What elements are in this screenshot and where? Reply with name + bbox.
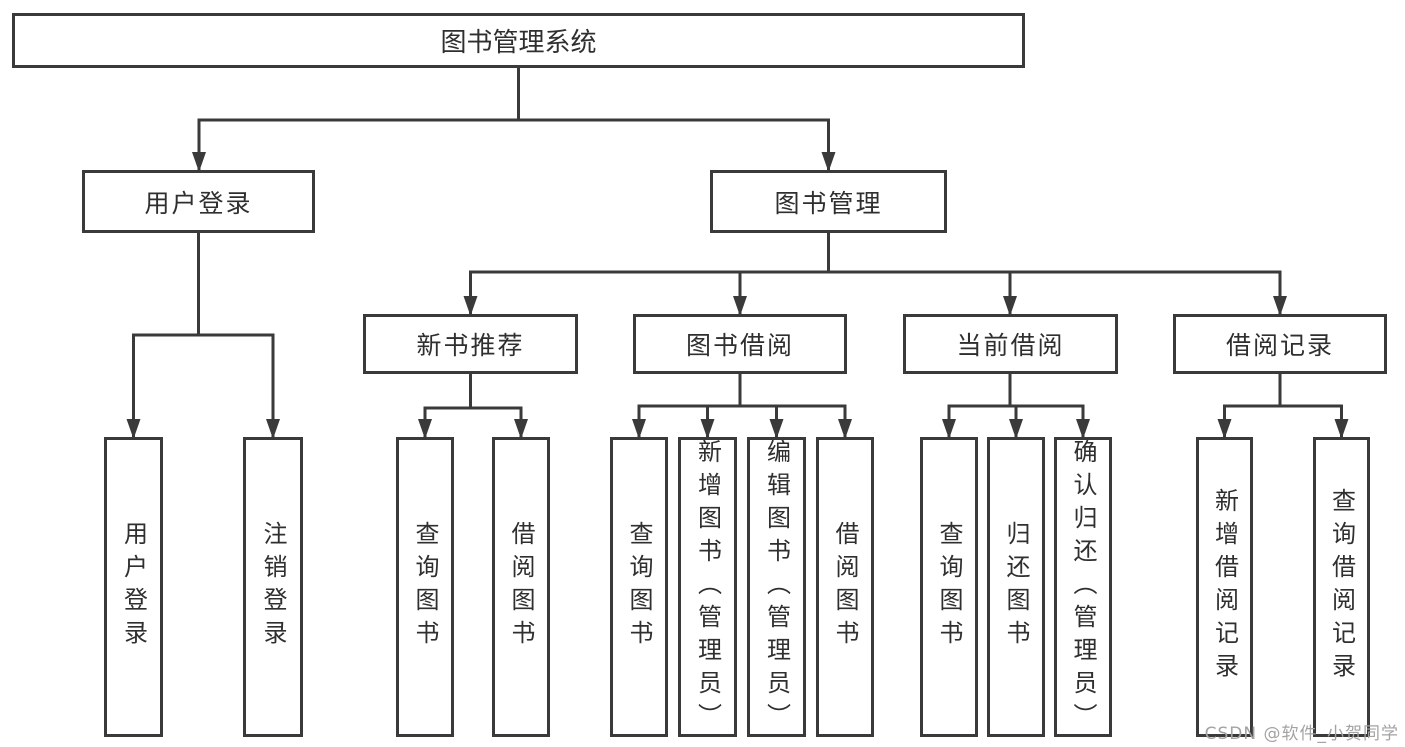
node-leaf-edit-books-admin: 编辑图书（管理员）: [747, 437, 806, 737]
node-label: 归还图书: [1002, 521, 1030, 653]
node-leaf-borrow-books: 借阅图书: [816, 437, 874, 737]
node-label: 查询图书: [625, 521, 653, 653]
node-label: 图书借阅: [685, 331, 794, 360]
node-user-login-module: 用户登录: [82, 170, 315, 233]
node-leaf-query-books-borrow: 查询图书: [610, 437, 668, 737]
node-label: 借阅图书: [831, 521, 859, 653]
node-label: 图书管理系统: [440, 28, 597, 58]
node-leaf-user-login: 用户登录: [104, 437, 163, 737]
node-label: 用户登录: [144, 188, 253, 218]
node-label: 注销登录: [259, 521, 287, 653]
node-label: 新书推荐: [416, 331, 525, 360]
node-label: 查询图书: [935, 521, 963, 653]
csdn-watermark: CSDN @软件_小贺同学: [1204, 724, 1399, 744]
node-label: 编辑图书（管理员）: [762, 438, 791, 736]
node-label: 图书管理: [774, 188, 883, 218]
node-label: 查询图书: [411, 521, 439, 653]
node-label: 借阅记录: [1225, 331, 1334, 360]
node-label: 当前借阅: [956, 331, 1065, 360]
node-leaf-query-borrow-record: 查询借阅记录: [1313, 437, 1370, 737]
node-label: 新增图书（管理员）: [693, 438, 722, 736]
node-label: 确认归还（管理员）: [1069, 438, 1097, 736]
node-library-management-system: 图书管理系统: [12, 13, 1025, 68]
node-book-borrow: 图书借阅: [633, 314, 847, 374]
node-leaf-add-books-admin: 新增图书（管理员）: [678, 437, 737, 737]
node-leaf-borrow-books-recommend: 借阅图书: [492, 437, 550, 737]
node-leaf-query-books-recommend: 查询图书: [396, 437, 454, 737]
node-label: 用户登录: [119, 521, 148, 653]
node-borrow-records: 借阅记录: [1173, 314, 1387, 374]
node-label: 借阅图书: [507, 521, 535, 653]
node-book-management-module: 图书管理: [710, 170, 947, 233]
node-leaf-add-borrow-record: 新增借阅记录: [1196, 437, 1253, 737]
node-leaf-confirm-return-admin: 确认归还（管理员）: [1054, 437, 1112, 737]
node-leaf-query-books-current: 查询图书: [920, 437, 978, 737]
node-leaf-return-books: 归还图书: [987, 437, 1045, 737]
node-leaf-logout: 注销登录: [243, 437, 303, 737]
node-new-book-recommend: 新书推荐: [363, 314, 578, 374]
node-label: 新增借阅记录: [1210, 488, 1239, 686]
node-label: 查询借阅记录: [1327, 488, 1356, 686]
node-current-borrow: 当前借阅: [903, 314, 1118, 374]
